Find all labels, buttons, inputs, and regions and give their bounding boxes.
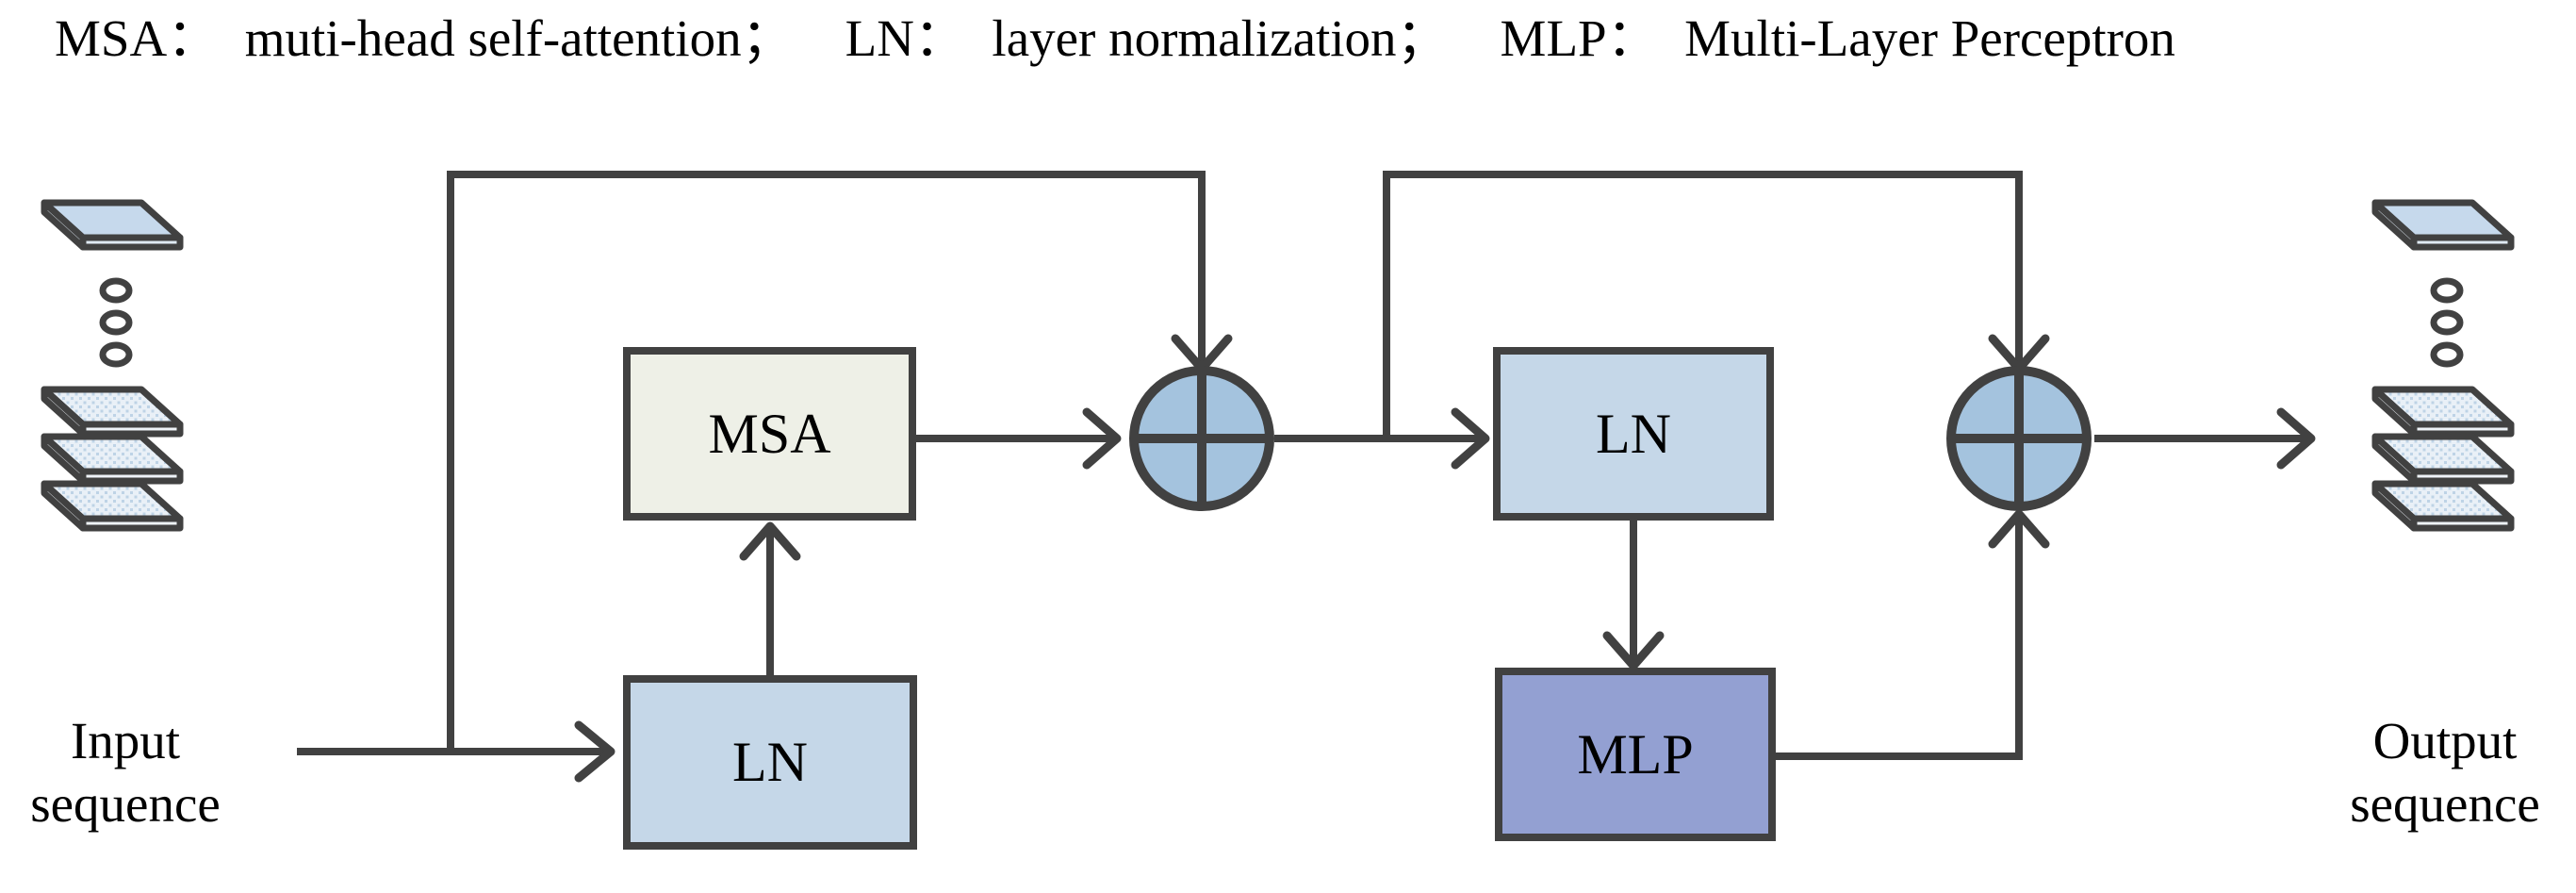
input-sequence-line1: Input: [70, 712, 181, 769]
input-token-stack-icon: [44, 203, 180, 528]
ellipsis-dots-icon: [99, 277, 133, 368]
mlp-block-label: MLP: [1577, 722, 1694, 786]
input-sequence-line2: sequence: [30, 775, 221, 834]
output-token-stack-icon: [2375, 203, 2511, 528]
input-sequence-label: Input sequence: [0, 709, 251, 835]
output-sequence-line2: sequence: [2350, 775, 2540, 834]
add-node-1-icon: [1129, 366, 1274, 511]
token-slab-textured-icon: [2375, 389, 2511, 434]
output-sequence-label: Output sequence: [2311, 709, 2576, 835]
ln-block-right: LN: [1493, 347, 1774, 521]
ellipsis-dots-icon: [2430, 277, 2464, 368]
ln-block-bottom: LN: [623, 675, 917, 850]
arrow-mlp-to-add2: [1776, 509, 2050, 760]
arrow-add2-to-output: [2094, 407, 2316, 470]
legend-text: MSA： muti-head self-attention； LN： layer…: [55, 9, 2175, 67]
output-sequence-line1: Output: [2372, 712, 2518, 769]
token-slab-textured-icon: [44, 389, 180, 434]
token-slab-textured-icon: [2375, 437, 2511, 481]
add-node-2-icon: [1946, 366, 2092, 511]
arrow-ln2-to-mlp: [1602, 521, 1665, 670]
token-slab-textured-icon: [2375, 484, 2511, 528]
token-slab-icon: [2375, 203, 2511, 247]
arrow-msa-to-add1: [916, 407, 1122, 470]
arrow-add1-to-ln2: [1274, 407, 1490, 470]
token-slab-textured-icon: [44, 484, 180, 528]
token-slab-textured-icon: [44, 437, 180, 481]
msa-block-label: MSA: [708, 402, 831, 465]
mlp-block: MLP: [1495, 668, 1776, 841]
token-slab-icon: [44, 203, 180, 247]
ln-block-right-label: LN: [1596, 402, 1671, 465]
arrow-ln-to-msa: [739, 521, 801, 681]
ln-block-bottom-label: LN: [732, 731, 808, 793]
msa-block: MSA: [623, 347, 916, 521]
